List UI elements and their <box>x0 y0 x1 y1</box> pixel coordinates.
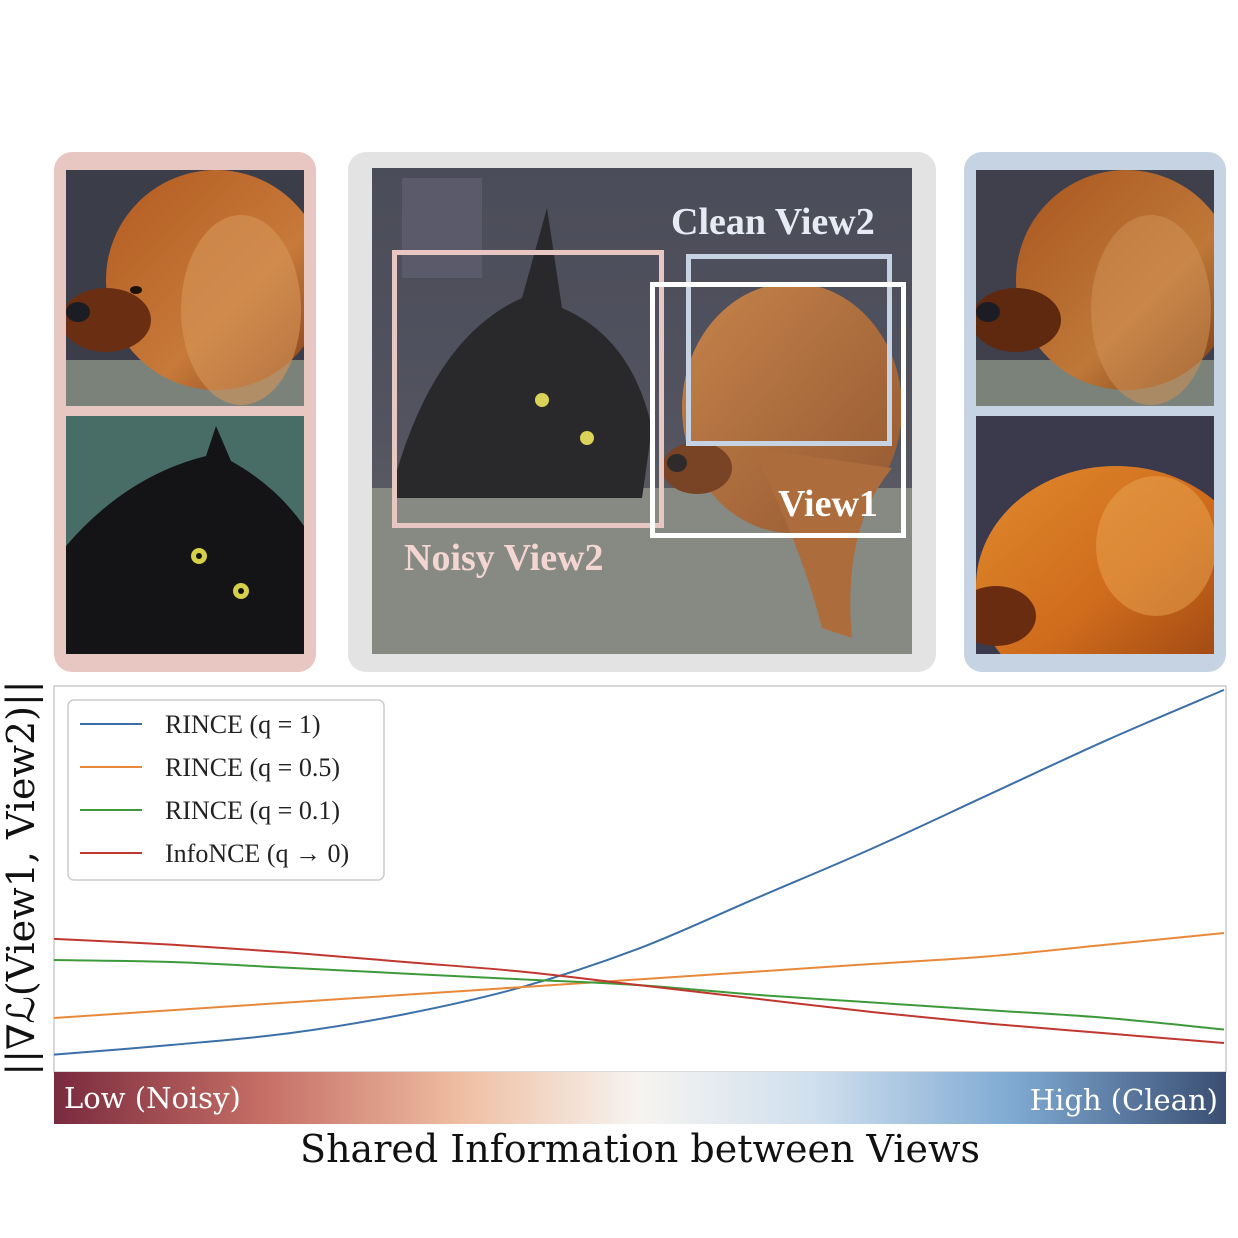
series-line-3 <box>53 937 1225 1045</box>
view1-label: View1 <box>778 483 878 525</box>
low-noisy-label: Low (Noisy) <box>64 1081 241 1115</box>
clean-pair-panel <box>964 152 1226 672</box>
legend: RINCE (q = 1) RINCE (q = 0.5) RINCE (q = 0… <box>67 699 385 881</box>
noisy-pair-panel <box>54 152 316 672</box>
series-line-1 <box>53 932 1225 1019</box>
legend-label-2: RINCE (q = 0.1) <box>165 796 340 825</box>
scene-photo <box>372 168 912 654</box>
legend-box <box>67 699 385 881</box>
dog-photo <box>66 170 304 406</box>
y-axis-label: ||∇ℒ(View1, View2)|| <box>0 680 43 1075</box>
noisy-view2-label: Noisy View2 <box>404 537 604 579</box>
dog-photo-2 <box>976 416 1214 654</box>
legend-label-0: RINCE (q = 1) <box>165 710 320 739</box>
series-layer <box>53 688 1225 1056</box>
clean-view2-label: Clean View2 <box>671 201 875 243</box>
scene-panel: Clean View2 View1 Noisy View2 <box>348 152 936 672</box>
legend-label-3: InfoNCE (q → 0) <box>165 839 349 868</box>
high-clean-label: High (Clean) <box>1030 1083 1218 1117</box>
dog-photo-1 <box>976 170 1214 406</box>
clean-view2-crop <box>686 254 892 446</box>
series-line-0 <box>53 688 1225 1056</box>
view1-crop <box>650 282 906 538</box>
x-axis-label: Shared Information between Views <box>300 1127 980 1171</box>
noisy-view2-crop <box>392 250 664 528</box>
cat-photo <box>66 416 304 654</box>
legend-label-1: RINCE (q = 0.5) <box>165 753 340 782</box>
shared-information-colorbar <box>54 1072 1226 1124</box>
